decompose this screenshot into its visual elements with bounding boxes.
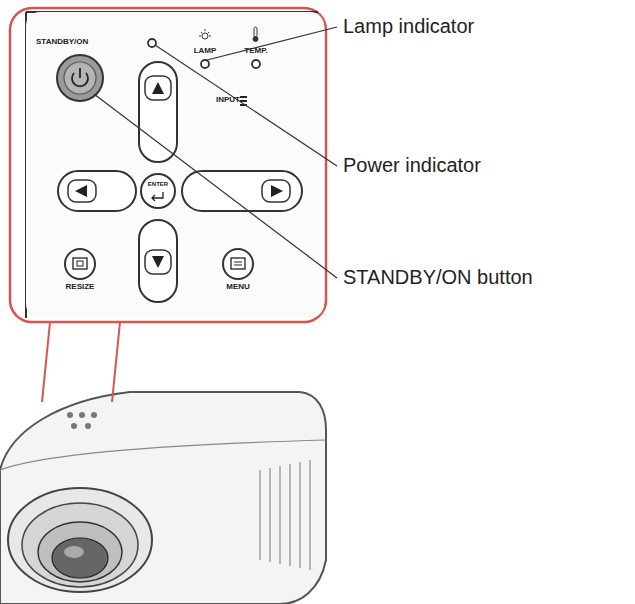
- power-button: [57, 55, 103, 101]
- magnify-lines: [42, 322, 120, 402]
- button-label: MENU: [226, 283, 250, 292]
- button-label: ENTER: [148, 181, 168, 188]
- panel-label: INPUT: [216, 96, 240, 105]
- panel-label: LAMP: [194, 47, 217, 56]
- power-led: [148, 39, 156, 47]
- thermometer-icon: [253, 27, 258, 42]
- direction-pad: [58, 62, 302, 302]
- resize-button: [65, 249, 95, 279]
- projector-body: [0, 392, 326, 604]
- lamp-led: [201, 60, 209, 68]
- leader-lines: [94, 27, 337, 278]
- callout-label: Power indicator: [343, 154, 481, 176]
- enter-button: [141, 174, 175, 208]
- zoom-frame: [10, 8, 326, 322]
- panel-label: STANDBY/ON: [36, 38, 88, 47]
- menu-button: [223, 249, 253, 279]
- callout-label: STANDBY/ON button: [343, 266, 533, 288]
- panel-label: TEMP.: [244, 47, 267, 56]
- temp-led: [252, 60, 260, 68]
- lamp-icon: [199, 29, 211, 39]
- callout-label: Lamp indicator: [343, 15, 474, 37]
- button-label: RESIZE: [66, 283, 95, 292]
